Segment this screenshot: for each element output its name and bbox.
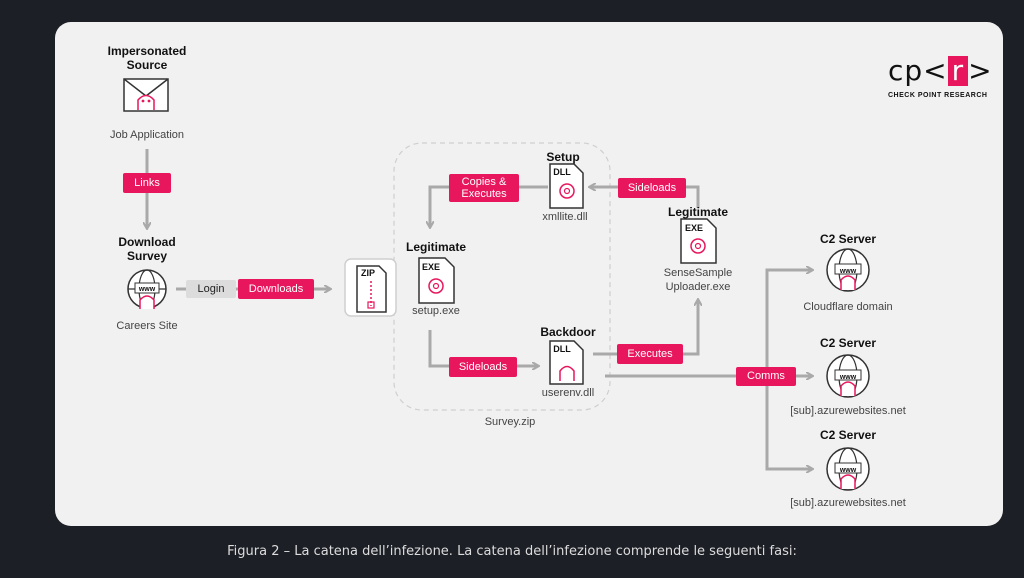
- c2-title-3: C2 Server: [819, 428, 877, 442]
- c2-globe-icon-1: [826, 248, 870, 292]
- edge-login: Login: [186, 280, 236, 298]
- c2-label-2: [sub].azurewebsites.net: [790, 405, 906, 417]
- arrow-to-c2-bottom: [765, 376, 812, 469]
- zip-file-icon: [344, 258, 397, 317]
- userenv-dll-file-icon: [549, 340, 584, 385]
- logo-subtitle: CHECK POINT RESEARCH: [888, 92, 988, 99]
- c2-badge-3: www: [839, 467, 857, 474]
- xmllite-label: xmllite.dll: [542, 211, 588, 223]
- www-globe-icon: www: [127, 269, 167, 309]
- survey-label: Careers Site: [116, 320, 178, 332]
- zip-badge: ZIP: [360, 268, 375, 278]
- setup-exe-badge: EXE: [421, 262, 440, 272]
- xmllite-dll-file-icon: [549, 163, 584, 209]
- edge-downloads: Downloads: [238, 279, 314, 299]
- xmllite-dll-badge: DLL: [553, 167, 571, 177]
- c2-label-1: Cloudflare domain: [803, 301, 893, 313]
- logo-mark: r: [947, 56, 969, 86]
- source-title: Impersonated Source: [107, 44, 187, 72]
- sensesample-label: SenseSample Uploader.exe: [663, 267, 733, 293]
- setup-exe-file-icon: [418, 257, 455, 304]
- sensesample-exe-file-icon: [680, 218, 717, 264]
- edge-sideloads-bottom: Sideloads: [449, 357, 517, 377]
- c2-badge-2: www: [839, 374, 857, 381]
- edge-comms: Comms: [736, 367, 796, 386]
- userenv-dll-badge: DLL: [553, 344, 571, 354]
- c2-globe-icon-3: [826, 447, 870, 491]
- svg-text:www: www: [138, 286, 156, 293]
- edge-executes: Executes: [617, 344, 683, 364]
- survey-title: Download Survey: [118, 235, 176, 263]
- source-label: Job Application: [110, 129, 184, 141]
- c2-label-3: [sub].azurewebsites.net: [790, 497, 906, 509]
- sensesample-title: Legitimate: [667, 205, 728, 219]
- arrow-to-c2-top: [765, 270, 812, 376]
- userenv-title: Backdoor: [540, 325, 596, 339]
- cpr-logo: cp<r>: [888, 54, 993, 87]
- xmllite-title: Setup: [546, 150, 580, 164]
- edge-copies-executes: Copies & Executes: [449, 174, 519, 202]
- logo-left: cp<: [888, 54, 948, 87]
- setup-exe-label: setup.exe: [412, 305, 460, 317]
- userenv-label: userenv.dll: [541, 387, 595, 399]
- group-label: Survey.zip: [484, 416, 536, 428]
- figure-caption: Figura 2 – La catena dell’infezione. La …: [227, 544, 797, 559]
- c2-badge-1: www: [839, 268, 857, 275]
- logo-right: >: [968, 54, 993, 87]
- edge-links: Links: [123, 173, 171, 193]
- edge-sideloads-top: Sideloads: [618, 178, 686, 198]
- c2-title-2: C2 Server: [819, 336, 877, 350]
- sensesample-exe-badge: EXE: [684, 223, 703, 233]
- envelope-ghost-icon: [123, 78, 169, 112]
- c2-globe-icon-2: [826, 354, 870, 398]
- c2-title-1: C2 Server: [819, 232, 877, 246]
- setup-exe-title: Legitimate: [405, 240, 466, 254]
